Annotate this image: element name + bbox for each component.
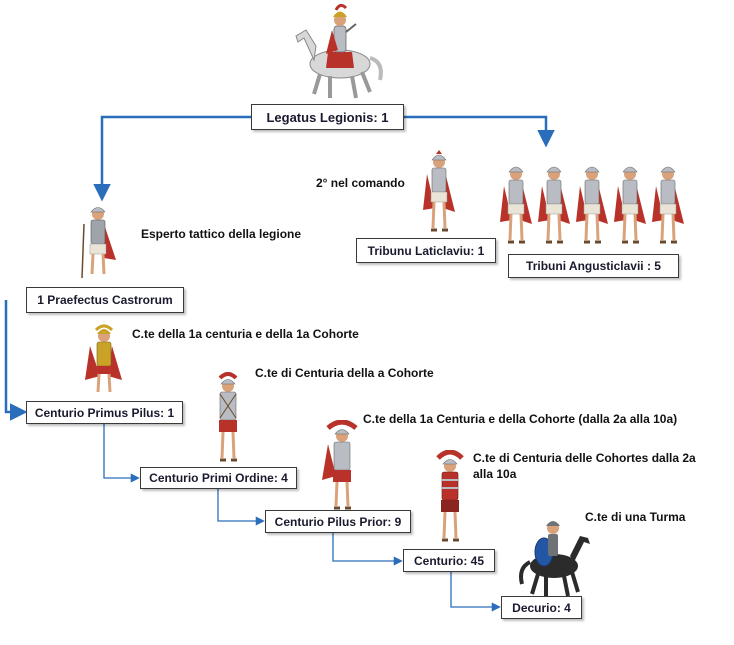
prefect-soldier-icon <box>81 207 116 279</box>
connector-primus-primi <box>103 424 140 483</box>
centurio-primus-pilus-box: Centurio Primus Pilus: 1 <box>26 401 183 424</box>
tribunus-laticlavius-box: Tribunu Laticlaviu: 1 <box>356 238 496 263</box>
pilus-prior-description: C.te della 1a Centuria e della Cohorte (… <box>363 412 678 426</box>
tactical-expert-note: Esperto tattico della legione <box>141 227 302 241</box>
centurio-box: Centurio: 45 <box>403 549 495 572</box>
tribune-soldier-icon <box>614 166 646 244</box>
tribuni-angusticlavii-box: Tribuni Angusticlavii : 5 <box>508 254 679 278</box>
second-in-command-note: 2° nel comando <box>316 176 405 190</box>
connector-praefectus-primus <box>4 300 28 421</box>
primi-ordine-description: C.te di Centuria della a Cohorte <box>255 366 434 380</box>
cavalry-decurion-icon <box>519 521 590 596</box>
tribune-soldier-icon <box>423 150 455 232</box>
centurio-pilus-prior-box: Centurio Pilus Prior: 9 <box>265 510 411 533</box>
connector-legatus-praefectus <box>93 115 251 202</box>
tribune-soldier-icon <box>538 166 570 244</box>
mounted-legatus-icon <box>295 3 383 99</box>
legatus-legionis-box: Legatus Legionis: 1 <box>251 104 404 130</box>
connector-legatus-tribuni <box>404 115 555 148</box>
tribune-soldier-icon <box>652 166 684 244</box>
centurion-soldier-icon <box>436 450 464 542</box>
centurion-soldier-icon <box>322 420 358 510</box>
connector-pilus-centurio <box>332 533 403 566</box>
connector-centurio-decurio <box>450 572 501 612</box>
centurio-description-line2: alla 10a <box>473 467 517 481</box>
connector-primi-pilus <box>217 489 265 526</box>
tribune-soldier-icon <box>576 166 608 244</box>
tribune-soldier-icon <box>500 166 532 244</box>
centurion-soldier-icon <box>218 372 238 462</box>
praefectus-castrorum-box: 1 Praefectus Castrorum <box>26 287 184 313</box>
decurio-box: Decurio: 4 <box>501 596 582 619</box>
centurio-description-line1: C.te di Centuria delle Cohortes dalla 2a <box>473 451 696 465</box>
primus-pilus-description: C.te della 1a centuria e della 1a Cohort… <box>132 327 359 341</box>
decurio-description: C.te di una Turma <box>585 510 686 524</box>
centurio-primi-ordine-box: Centurio Primi Ordine: 4 <box>140 467 297 489</box>
centurion-soldier-icon <box>85 324 122 393</box>
